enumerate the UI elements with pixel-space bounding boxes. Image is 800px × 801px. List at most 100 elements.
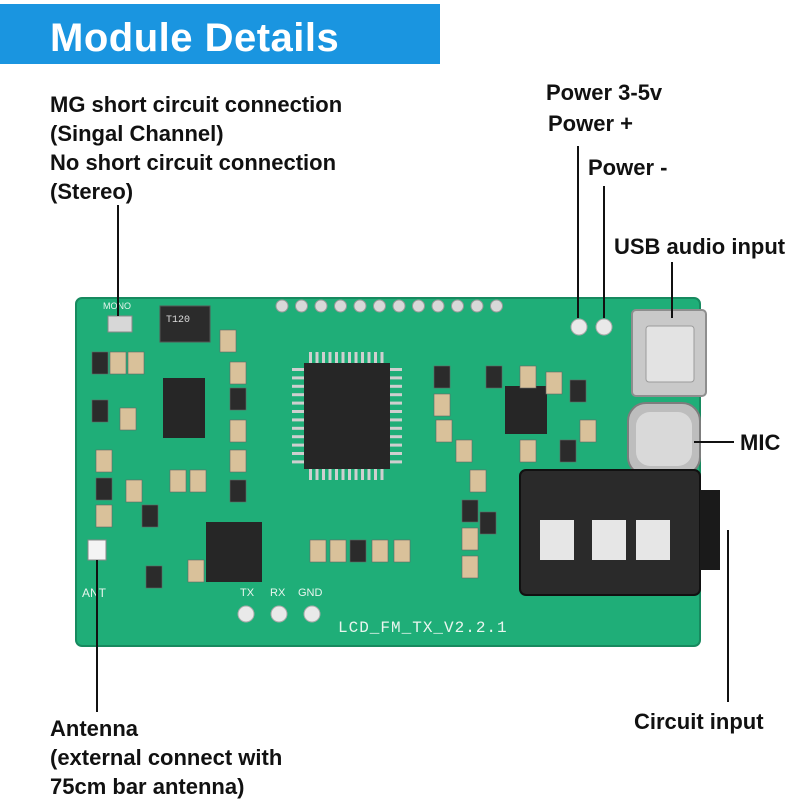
inductor (159, 305, 211, 343)
header-pin (295, 299, 308, 313)
smd-part (433, 393, 451, 417)
smd-part (545, 371, 563, 395)
chip-pin (292, 376, 304, 380)
ic-right (505, 386, 547, 434)
chip-pin (390, 418, 402, 422)
smd-part (485, 365, 503, 389)
smd-part (393, 539, 411, 563)
chip-pin (292, 368, 304, 371)
smd-part (187, 559, 205, 583)
smd-part (435, 419, 453, 443)
smd-part (455, 439, 473, 463)
mg-short-line-1: MG short circuit connection (50, 92, 343, 117)
chip-pin (390, 443, 402, 447)
chip-pin (292, 384, 304, 388)
antenna-line-2: (external connect with (50, 745, 283, 770)
chip-pin (315, 469, 319, 480)
chip-pin (328, 469, 332, 480)
mg-short-label: MG short circuit connection (Singal Chan… (50, 90, 342, 206)
smd-part (461, 499, 479, 523)
rx-label: RX (270, 587, 286, 599)
chip-pin (390, 376, 402, 380)
ic-bottom (206, 522, 262, 582)
header-pin (373, 299, 386, 313)
smd-part (469, 469, 487, 493)
chip-pin (322, 469, 325, 480)
smd-part (219, 329, 237, 353)
chip-pin (335, 352, 338, 363)
chip-pin (322, 352, 325, 363)
chip-pin (341, 469, 345, 480)
smd-part (127, 351, 145, 375)
chip-pin (341, 352, 345, 363)
header-pin (412, 299, 425, 313)
title-banner: Module Details (0, 4, 440, 64)
smd-part (461, 527, 479, 551)
chip-pin (390, 452, 402, 455)
chip-pin (309, 352, 312, 363)
gnd-label: GND (298, 587, 323, 599)
smd-part (189, 469, 207, 493)
mono-jumper (107, 315, 133, 333)
smd-components (91, 329, 597, 589)
circuit-input-label: Circuit input (634, 709, 764, 734)
smd-part (229, 387, 247, 411)
power-plus-pad (570, 318, 588, 336)
smd-part (349, 539, 367, 563)
power-35v-label: Power 3-5v (546, 80, 663, 105)
smd-part (91, 399, 109, 423)
ant-label: ANT (82, 586, 107, 600)
chip-pin (390, 401, 402, 405)
header-pin (353, 299, 367, 313)
mg-short-line-2: (Singal Channel) (50, 121, 224, 146)
chip-pin (328, 352, 332, 363)
chip-pin (380, 352, 384, 363)
chip-pin (390, 426, 402, 430)
jack-pin-2 (592, 520, 626, 560)
smd-part (433, 365, 451, 389)
smd-part (109, 351, 127, 375)
power-plus-label: Power + (548, 111, 633, 136)
antenna-line-3: 75cm bar antenna) (50, 774, 245, 799)
mic-label: MIC (740, 430, 781, 455)
smd-part (559, 439, 577, 463)
header-pin (314, 299, 328, 313)
chip-pin (390, 384, 402, 388)
chip-pin (292, 460, 304, 464)
chip-pin (348, 352, 351, 363)
smd-part (141, 504, 159, 528)
chip-pin (348, 469, 351, 480)
power-minus-label: Power - (588, 155, 668, 180)
smd-part (479, 511, 497, 535)
usb-audio-label: USB audio input (614, 234, 786, 259)
chip-pin (367, 469, 371, 480)
smd-part (229, 361, 247, 385)
smd-part (145, 565, 163, 589)
antenna-label: Antenna (external connect with 75cm bar … (50, 714, 282, 801)
chip-pin (390, 460, 402, 464)
smd-part (229, 449, 247, 473)
chip-pin (380, 469, 384, 480)
board-silkscreen: LCD_FM_TX_V2.2.1 (338, 619, 508, 637)
smd-part (91, 351, 109, 375)
smd-part (95, 449, 113, 473)
chip-pin (292, 435, 304, 439)
chip-pin (390, 368, 402, 371)
chip-pin (292, 443, 304, 447)
jack-pin-1 (540, 520, 574, 560)
smd-part (125, 479, 143, 503)
chip-pin (361, 469, 364, 480)
smd-part (519, 439, 537, 463)
chip-pin (292, 452, 304, 455)
chip-pin (292, 401, 304, 405)
smd-part (519, 365, 537, 389)
chip-pin (367, 352, 371, 363)
chip-pin (292, 418, 304, 422)
smd-part (579, 419, 597, 443)
inductor-label: T120 (166, 315, 190, 326)
chip-pin (390, 435, 402, 439)
chip-pin (354, 469, 358, 480)
header-pin (275, 299, 289, 313)
smd-part (229, 419, 247, 443)
jack-pin-3 (636, 520, 670, 560)
